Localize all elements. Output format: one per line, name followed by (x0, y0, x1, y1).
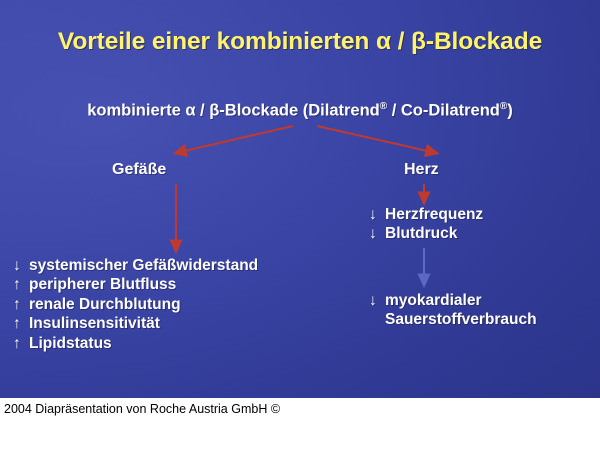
effects-list-heart-secondary: ↓ myokardialer Sauerstoffverbrauch (369, 291, 537, 330)
trend-arrow-icon: ↑ (13, 315, 21, 333)
list-item-label: Lipidstatus (29, 334, 112, 352)
list-item: ↓ Blutdruck (369, 224, 483, 243)
trend-arrow-icon: ↓ (369, 225, 377, 243)
registered-mark-icon-1: ® (379, 101, 388, 112)
trend-arrow-icon: ↑ (13, 276, 21, 294)
list-item: ↑ Lipidstatus (13, 334, 258, 353)
branch-label-vessels: Gefäße (112, 161, 167, 178)
effects-list-heart-primary: ↓ Herzfrequenz ↓ Blutdruck (369, 205, 483, 244)
effects-list-vessels: ↓ systemischer Gefäßwiderstand ↑ periphere… (13, 256, 258, 353)
trend-arrow-icon: ↓ (369, 292, 377, 309)
list-item-label: myokardialer (385, 292, 482, 309)
footer-copyright: 2004 Diapräsentation von Roche Austria G… (4, 402, 281, 416)
registered-mark-icon-2: ® (499, 101, 508, 112)
subtitle-part-3: ) (507, 101, 513, 120)
list-item: ↓ myokardialer (369, 291, 537, 310)
list-item-label: Blutdruck (385, 225, 458, 243)
list-item-label: Sauerstoffverbrauch (385, 311, 537, 329)
trend-arrow-icon: ↑ (13, 295, 21, 313)
trend-arrow-icon: ↓ (13, 257, 21, 274)
list-item: ↓ systemischer Gefäßwiderstand (13, 256, 258, 275)
list-item: ↑ Insulinsensitivität (13, 314, 258, 333)
list-item-label: peripherer Blutfluss (29, 276, 177, 294)
list-item-label: Insulinsensitivität (29, 315, 160, 333)
trend-arrow-icon: ↓ (369, 206, 377, 223)
arrow-subtitle-to-herz (316, 124, 440, 158)
slide-title: Vorteile einer kombinierten α / β-Blocka… (57, 28, 543, 55)
subtitle-part-2: / Co-Dilatrend (387, 101, 500, 120)
list-item: Sauerstoffverbrauch (369, 310, 537, 329)
trend-arrow-icon: ↑ (13, 334, 21, 352)
connector-arrows (169, 124, 440, 288)
arrow-subtitle-to-gefaesse (172, 124, 294, 158)
list-item: ↑ peripherer Blutfluss (13, 275, 258, 294)
list-item: ↑ renale Durchblutung (13, 295, 258, 314)
list-item-label: renale Durchblutung (29, 295, 181, 313)
list-item-label: systemischer Gefäßwiderstand (29, 257, 259, 274)
subtitle-part-1: kombinierte α / β-Blockade (Dilatrend (87, 101, 380, 120)
slide-subtitle: kombinierte α / β-Blockade (Dilatrend® /… (0, 101, 600, 121)
branch-label-heart: Herz (404, 161, 439, 178)
list-item-label: Herzfrequenz (385, 206, 484, 223)
list-item: ↓ Herzfrequenz (369, 205, 483, 224)
slide-canvas: Vorteile einer kombinierten α / β-Blocka… (0, 0, 600, 398)
